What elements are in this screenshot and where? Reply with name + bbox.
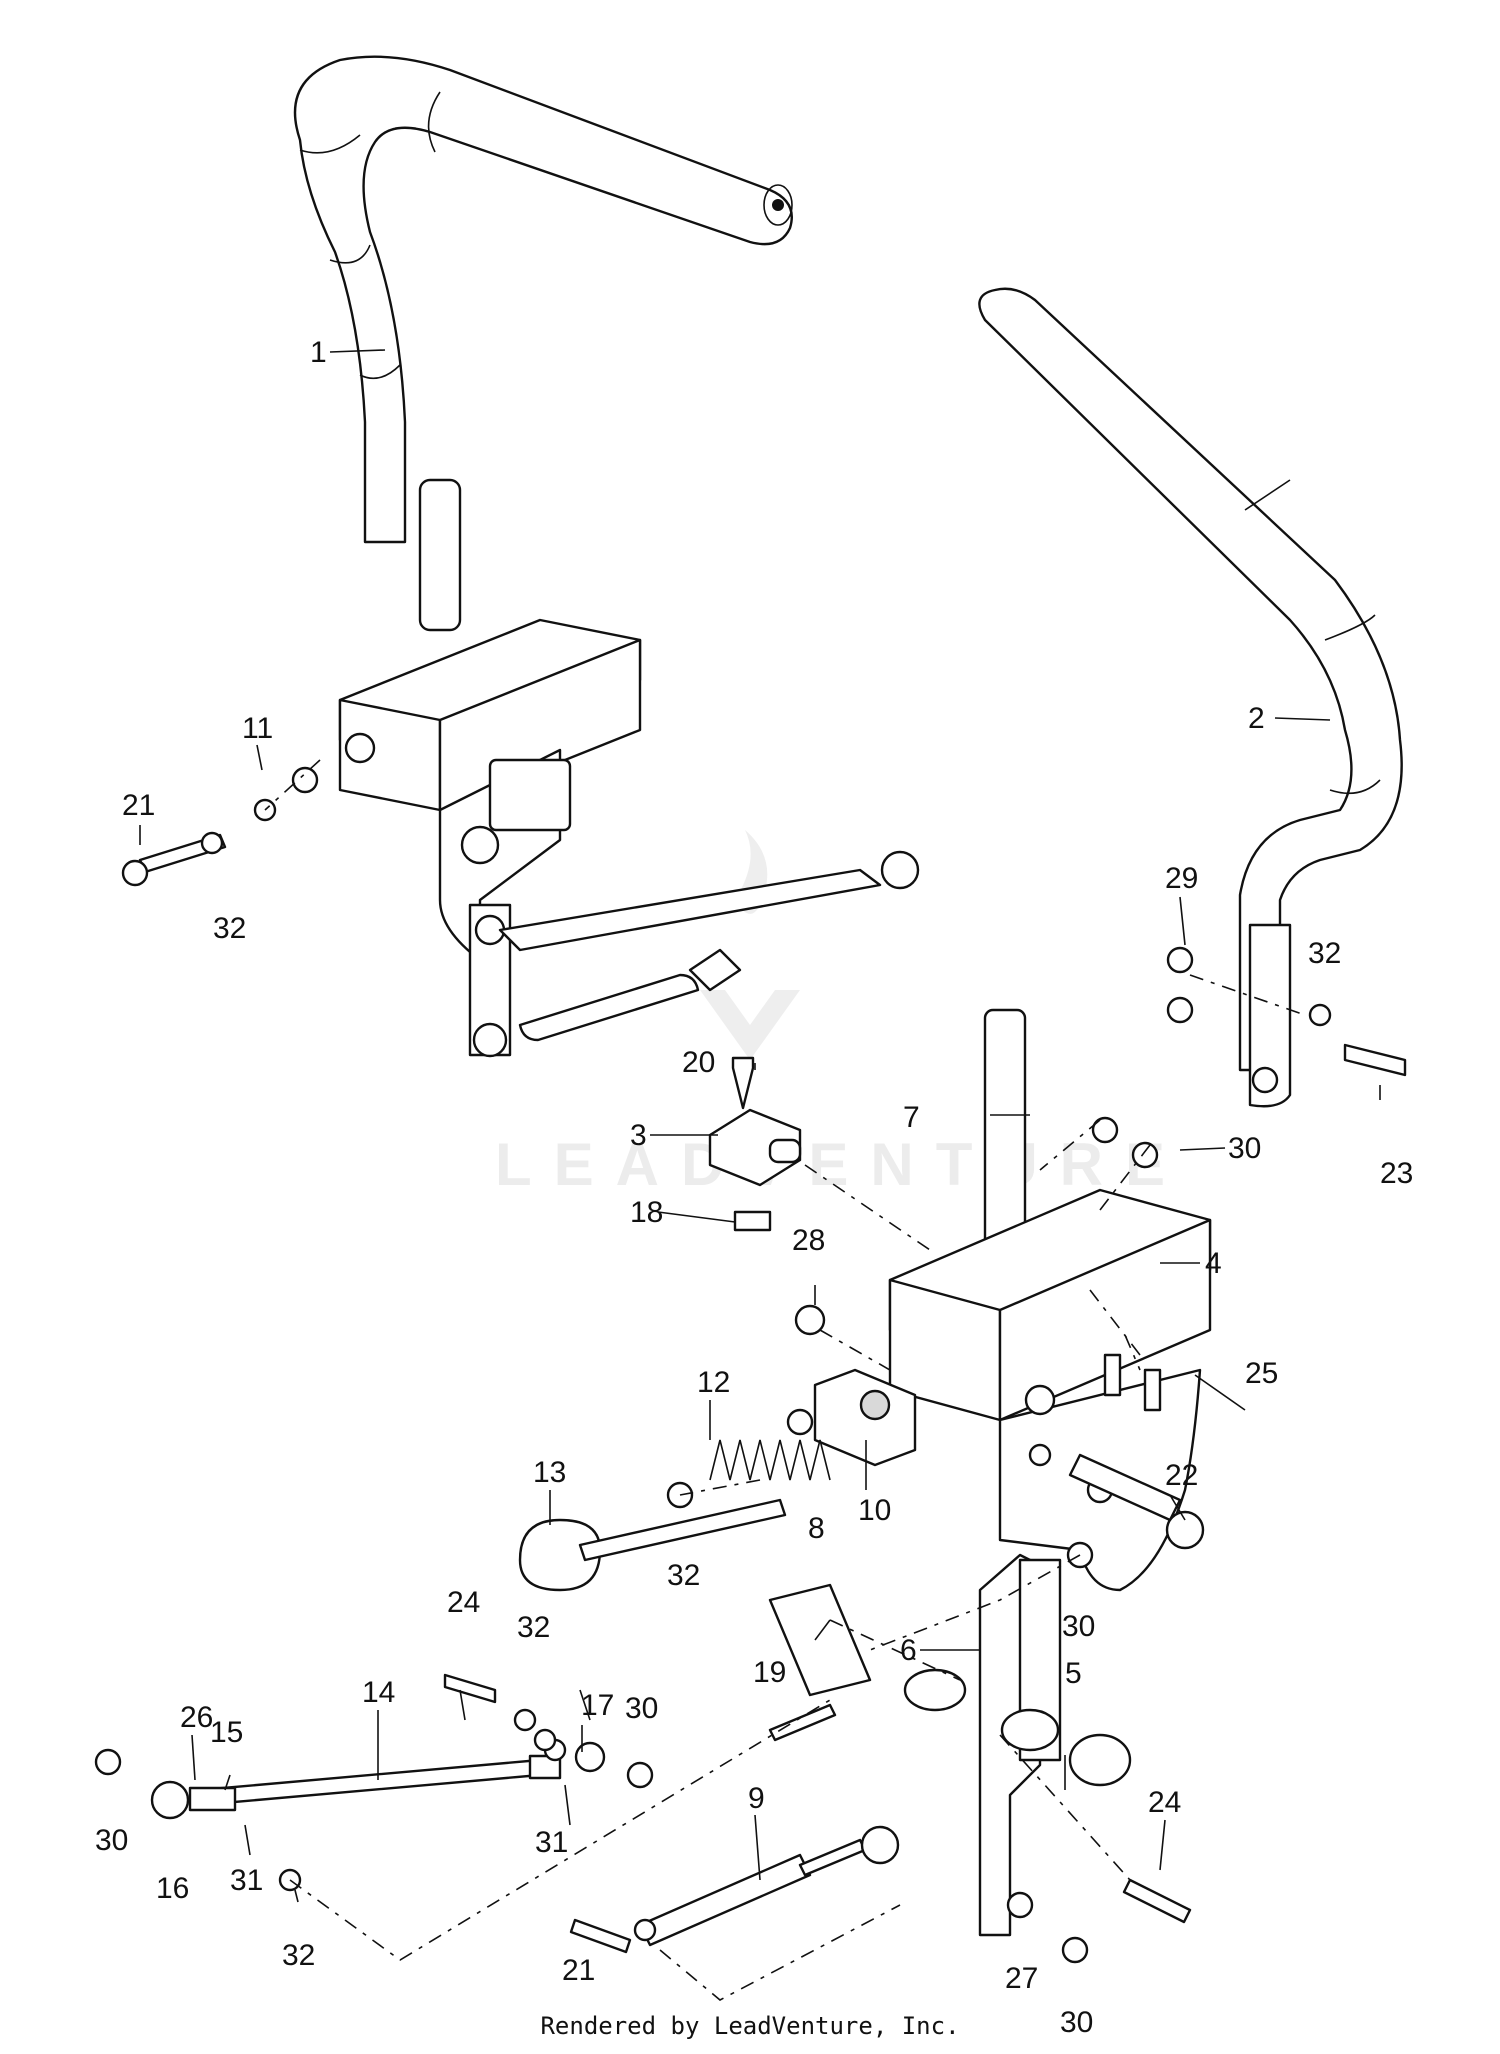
callout-13: 13 <box>533 1456 566 1489</box>
callout-30c: 30 <box>625 1692 658 1725</box>
callout-19: 19 <box>753 1656 786 1689</box>
spring <box>709 1439 831 1481</box>
callout-32: 32 <box>213 912 246 945</box>
callout-6: 6 <box>900 1634 917 1667</box>
callout-30e: 30 <box>1060 2006 1093 2039</box>
alignment-lines <box>264 759 1306 2001</box>
callout-32d: 32 <box>517 1611 550 1644</box>
callout-32e: 32 <box>282 1939 315 1972</box>
leader-lines <box>139 349 1381 1903</box>
rod-assembly <box>150 1738 606 1820</box>
callout-26: 26 <box>180 1701 213 1734</box>
callout-11: 11 <box>242 712 273 745</box>
callout-21b: 21 <box>562 1954 595 1987</box>
switch-assembly <box>708 1056 802 1232</box>
callout-21: 21 <box>122 789 155 822</box>
callout-15: 15 <box>210 1716 243 1749</box>
callout-22: 22 <box>1165 1459 1198 1492</box>
callout-32c: 32 <box>667 1559 700 1592</box>
callout-16: 16 <box>156 1872 189 1905</box>
callout-1: 1 <box>310 336 327 369</box>
left-mount-assembly <box>338 478 920 1058</box>
callout-31: 31 <box>535 1826 568 1859</box>
callout-4: 4 <box>1205 1247 1222 1280</box>
callout-29: 29 <box>1165 862 1198 895</box>
callout-27: 27 <box>1005 1962 1038 1995</box>
callout-31b: 31 <box>230 1864 263 1897</box>
callout-8: 8 <box>808 1512 825 1545</box>
callout-32b: 32 <box>1308 937 1341 970</box>
callout-7: 7 <box>903 1101 920 1134</box>
right-control-handle <box>978 287 1403 1108</box>
callout-3: 3 <box>630 1119 647 1152</box>
callout-14: 14 <box>362 1676 395 1709</box>
callout-labels: 1 2 3 4 5 6 7 8 9 10 11 12 13 14 15 16 1… <box>95 336 1413 2039</box>
callout-24b: 24 <box>1148 1786 1181 1819</box>
footer-credit: Rendered by LeadVenture, Inc. <box>540 2012 960 2040</box>
knob-bolt <box>518 1498 787 1592</box>
callout-25: 25 <box>1245 1357 1278 1390</box>
callout-30b: 30 <box>1062 1610 1095 1643</box>
callout-17: 17 <box>581 1689 614 1722</box>
callout-24: 24 <box>447 1586 480 1619</box>
callout-23: 23 <box>1380 1157 1413 1190</box>
watermark-text: LEADVENTURE <box>495 1131 1187 1198</box>
callout-2: 2 <box>1248 702 1265 735</box>
callout-12: 12 <box>697 1366 730 1399</box>
callout-18: 18 <box>630 1196 663 1229</box>
lower-arm <box>768 1453 1205 1937</box>
callout-20: 20 <box>682 1046 715 1079</box>
left-control-handle <box>293 55 793 544</box>
gas-spring <box>633 1825 900 1947</box>
callout-28: 28 <box>792 1224 825 1257</box>
pivot-block <box>813 1368 917 1467</box>
callout-9: 9 <box>748 1782 765 1815</box>
callout-30d: 30 <box>95 1824 128 1857</box>
control-mount-bracket <box>888 1008 1212 1592</box>
watermark-logo <box>700 830 800 1060</box>
callout-10: 10 <box>858 1494 891 1527</box>
callout-30: 30 <box>1228 1132 1261 1165</box>
callout-5: 5 <box>1065 1657 1082 1690</box>
